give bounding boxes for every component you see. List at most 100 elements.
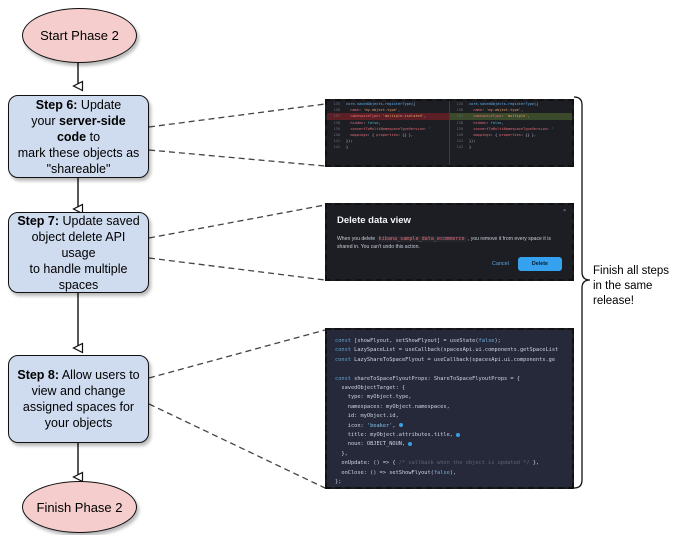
step7-l2: object delete API usage — [31, 229, 126, 260]
diff-line-text: mappings: { properties: {} }, — [350, 133, 414, 138]
code-line: icon: 'beaker', — [335, 422, 564, 431]
callout-step7-top — [148, 204, 326, 239]
diff-line-text: core.savedObjects.registerType({ — [346, 102, 416, 106]
code-line: const LazyShareToSpaceFlyout = useCallba… — [335, 356, 556, 363]
step6-bold: Step 6: — [35, 97, 78, 112]
modal-body: When you delete kibana_sample_data_ecomm… — [337, 235, 562, 251]
code-line: title: myObject.attributes.title, — [335, 431, 564, 440]
code-line: savedObjectTarget: { — [335, 385, 406, 392]
node-start-label: Start Phase 2 — [40, 28, 119, 43]
diff-line-number: 141 — [333, 139, 341, 144]
diff-line-text: mappings: { properties: {} }, — [473, 133, 537, 138]
info-dot-icon — [398, 423, 403, 428]
step8-l4: your objects — [44, 416, 113, 430]
modal-body-pre: When you delete — [337, 236, 377, 242]
step7-l1: Update saved — [59, 213, 140, 228]
diff-line-number: 138 — [456, 120, 464, 125]
node-step-7[interactable]: Step 7: Update saved object delete API u… — [8, 212, 149, 293]
diff-line: 136 name: 'my-object-type', — [450, 107, 572, 113]
callout-step8-bottom — [148, 403, 326, 489]
step7-bold: Step 7: — [17, 213, 60, 228]
diff-line: 141}); — [327, 138, 449, 144]
delete-data-view-modal: × Delete data view When you delete kiban… — [327, 205, 572, 279]
callout-step8-top — [148, 329, 326, 379]
code-line: noun: OBJECT_NOUN, — [335, 440, 564, 449]
node-step-6[interactable]: Step 6: Update your server-side code to … — [8, 95, 149, 178]
step7-l3: to handle multiple spaces — [29, 261, 128, 292]
node-finish-label: Finish Phase 2 — [36, 499, 123, 515]
diff-line: 137 namespaceType: 'multiple-isolated', — [327, 113, 449, 120]
diff-line-number: 137 — [333, 114, 341, 119]
diff-line-text: core.savedObjects.registerType({ — [469, 102, 539, 106]
diff-line-text: }); — [469, 139, 476, 144]
diff-line-text: name: 'my-object-type', — [350, 108, 401, 113]
diff-line: 136 name: 'my-object-type', — [327, 107, 449, 113]
diff-line-number: 136 — [333, 108, 341, 113]
diff-line-number: 139 — [333, 126, 341, 131]
diff-line: 138 hidden: false, — [327, 120, 449, 126]
diff-line-text: hidden: false, — [350, 120, 381, 125]
callout-step6-top — [148, 103, 326, 128]
diff-pane-after: 135 core.savedObjects.registerType({136 n… — [450, 101, 572, 165]
step6-l2a: your — [31, 113, 60, 128]
screenshot-delete-modal[interactable]: × Delete data view When you delete kiban… — [325, 203, 574, 281]
diff-line: 141}); — [450, 138, 572, 144]
step8-l2: view and change — [31, 384, 126, 398]
info-dot-icon — [408, 441, 413, 446]
step6-l2c: to — [86, 129, 101, 144]
diff-line-number: 142 — [333, 145, 341, 150]
step8-bold: Step 8: — [17, 368, 60, 382]
modal-object-name: kibana_sample_data_ecommerce — [376, 236, 467, 242]
info-dot-icon — [456, 432, 461, 437]
step6-l1: Update — [77, 97, 122, 112]
diff-line: 135 core.savedObjects.registerType({ — [327, 101, 449, 107]
diff-line-number: 138 — [333, 120, 341, 125]
node-start-phase-2[interactable]: Start Phase 2 — [22, 8, 137, 63]
step8-l1: Allow users to — [59, 368, 140, 382]
delete-button[interactable]: Delete — [517, 257, 562, 271]
diff-line: 140 mappings: { properties: {} }, — [327, 132, 449, 138]
diff-line-text: }); — [346, 139, 353, 144]
code-line: const LazySpaceList = useCallback(spaces… — [335, 347, 559, 354]
diff-line-number: 140 — [456, 133, 464, 138]
close-icon[interactable]: × — [563, 208, 566, 214]
step6-l4: "shareable" — [46, 161, 111, 176]
callout-step7-bottom — [148, 257, 326, 281]
node-step-8[interactable]: Step 8: Allow users to view and change a… — [8, 355, 149, 443]
diff-line-number: 135 — [456, 102, 464, 106]
diff-line-text: } — [346, 145, 349, 150]
diff-line-number: 137 — [456, 114, 464, 119]
diff-line-text: namespaceType: 'multiple', — [473, 114, 530, 119]
diff-line-number: 142 — [456, 145, 464, 150]
diff-line: 137 namespaceType: 'multiple', — [450, 113, 572, 120]
diff-line-text: convertToMultiNamespaceTypeVersion: ' — [350, 126, 431, 131]
diff-line-number: 139 — [456, 126, 464, 131]
screenshot-share-flyout-code[interactable]: const [showFlyout, setShowFlyout] = useS… — [325, 328, 574, 489]
diff-line: 139 convertToMultiNamespaceTypeVersion: … — [327, 126, 449, 132]
diff-line: 142} — [327, 144, 449, 150]
code-line: }; — [335, 479, 342, 486]
diff-line: 140 mappings: { properties: {} }, — [450, 132, 572, 138]
diff-line-number: 135 — [333, 102, 341, 106]
node-step-6-text: Step 6: Update your server-side code to … — [15, 97, 142, 177]
cancel-button[interactable]: Cancel — [492, 261, 509, 267]
diff-line: 135 core.savedObjects.registerType({ — [450, 101, 572, 107]
step6-l3: mark these objects as — [17, 145, 140, 160]
diff-line-text: } — [469, 145, 472, 150]
diff-line: 138 hidden: false, — [450, 120, 572, 126]
code-line: id: myObject.id, — [335, 413, 399, 420]
node-step-8-text: Step 8: Allow users to view and change a… — [17, 367, 139, 431]
diff-line-text: namespaceType: 'multiple-isolated', — [350, 114, 427, 119]
code-line: }, — [335, 450, 348, 457]
step8-l3: assigned spaces for — [22, 400, 135, 414]
node-step-7-text: Step 7: Update saved object delete API u… — [15, 213, 142, 293]
node-finish-phase-2[interactable]: Finish Phase 2 — [22, 481, 137, 533]
diff-line: 139 convertToMultiNamespaceTypeVersion: … — [450, 126, 572, 132]
release-annotation-line-2: in the same — [593, 280, 653, 292]
code-line: namespaces: myObject.namespaces, — [335, 403, 450, 410]
grouping-brace — [573, 96, 591, 489]
